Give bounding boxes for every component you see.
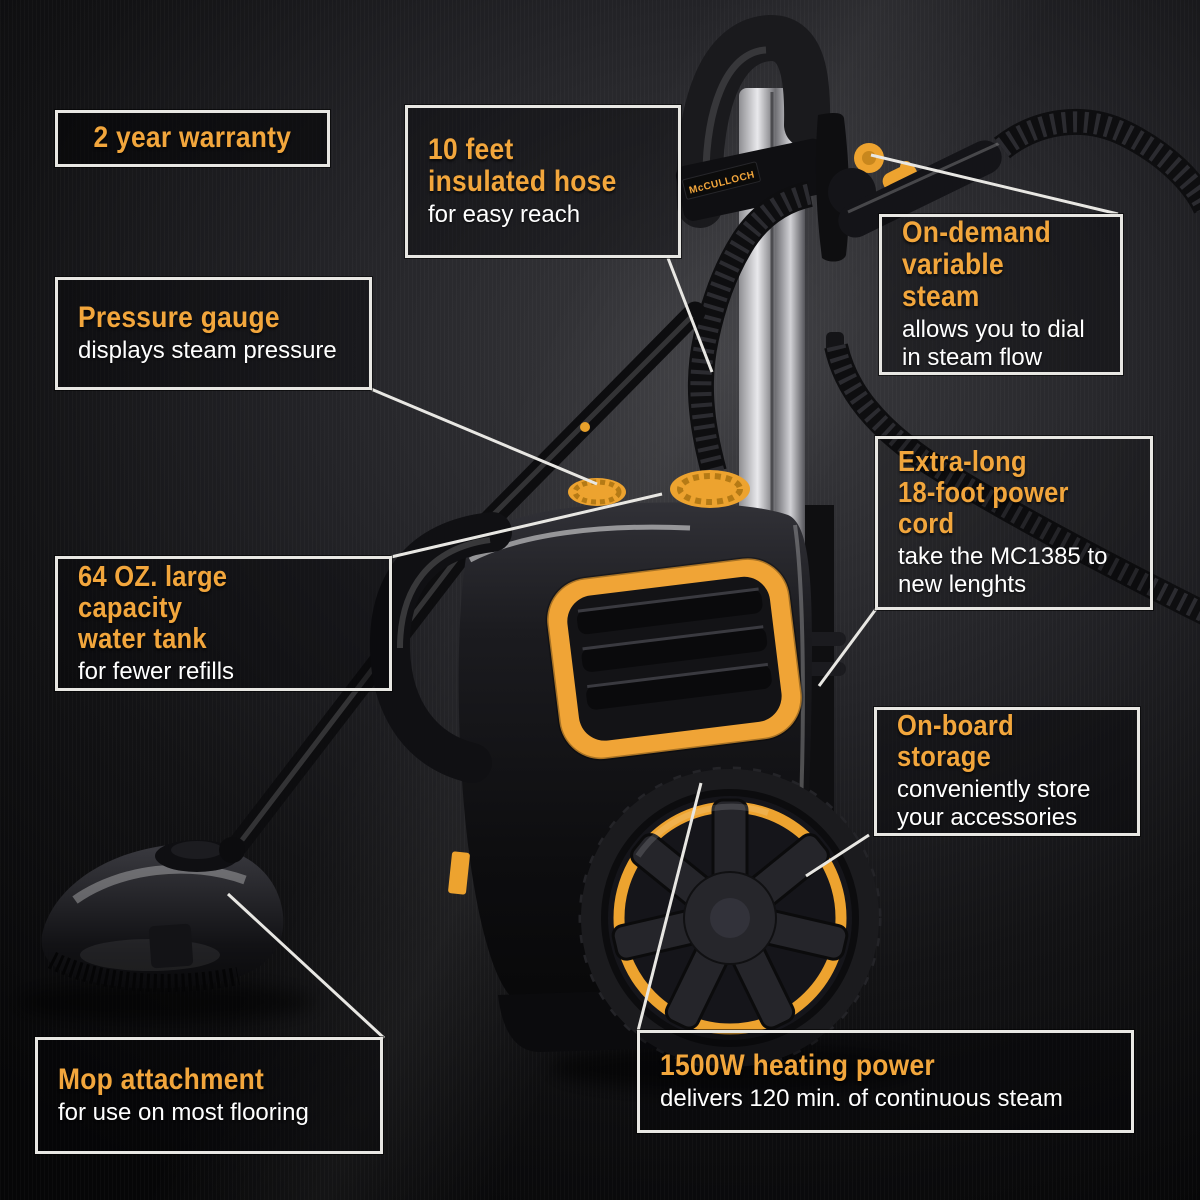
callout-insulated-hose: 10 feet insulated hose for easy reach bbox=[405, 105, 681, 258]
bristles bbox=[47, 951, 240, 992]
callout-water-tank-title: 64 OZ. large capacity water tank bbox=[78, 560, 228, 655]
callout-storage-title: On-board storage bbox=[897, 710, 1014, 774]
leader-variable-steam bbox=[870, 153, 1119, 216]
leader-power-cord bbox=[817, 608, 878, 687]
callout-water-tank: 64 OZ. large capacity water tank for few… bbox=[55, 556, 392, 691]
callout-power-cord-title: Extra-long 18-foot power cord bbox=[898, 446, 1069, 541]
pressure-cap bbox=[568, 478, 626, 506]
mop-shadow bbox=[15, 982, 315, 1022]
callout-pressure-gauge-desc: displays steam pressure bbox=[78, 337, 337, 365]
leader-heating bbox=[636, 782, 703, 1032]
steam-gun bbox=[815, 113, 1002, 262]
water-fill-cap bbox=[670, 470, 750, 508]
leader-pressure-gauge bbox=[370, 387, 598, 486]
callout-pressure-gauge: Pressure gauge displays steam pressure bbox=[55, 277, 372, 390]
leader-insulated-hose bbox=[666, 257, 714, 373]
pad-clip bbox=[148, 923, 194, 969]
leader-water-tank bbox=[390, 492, 663, 559]
mop-head bbox=[41, 837, 284, 992]
callout-variable-steam: On-demand variable steam allows you to d… bbox=[879, 214, 1123, 375]
callout-heating-title: 1500W heating power bbox=[660, 1049, 935, 1083]
callout-storage-desc: conveniently store your accessories bbox=[897, 776, 1091, 832]
callout-insulated-hose-desc: for easy reach bbox=[428, 201, 581, 229]
callout-mop: Mop attachment for use on most flooring bbox=[35, 1037, 383, 1154]
callout-pressure-gauge-title: Pressure gauge bbox=[78, 301, 280, 335]
callout-mop-desc: for use on most flooring bbox=[58, 1099, 309, 1127]
caution-label bbox=[448, 851, 470, 895]
callout-variable-steam-title: On-demand variable steam bbox=[902, 216, 1052, 314]
wheel bbox=[578, 766, 882, 1070]
trolley-handle: McCULLOCH bbox=[675, 15, 831, 228]
leader-storage bbox=[805, 833, 870, 878]
callout-power-cord-desc: take the MC1385 to new lenghts bbox=[898, 543, 1108, 599]
callout-warranty: 2 year warranty bbox=[55, 110, 330, 167]
callout-warranty-title: 2 year warranty bbox=[93, 121, 292, 155]
leader-mop bbox=[226, 892, 386, 1040]
side-vent bbox=[545, 556, 804, 761]
callout-power-cord: Extra-long 18-foot power cord take the M… bbox=[875, 436, 1153, 610]
callout-water-tank-desc: for fewer refills bbox=[78, 657, 235, 685]
callout-heating: 1500W heating power delivers 120 min. of… bbox=[637, 1030, 1134, 1133]
callout-mop-title: Mop attachment bbox=[58, 1063, 265, 1097]
callout-storage: On-board storage conveniently store your… bbox=[874, 707, 1140, 836]
callout-variable-steam-desc: allows you to dial in steam flow bbox=[902, 316, 1085, 372]
callout-heating-desc: delivers 120 min. of continuous steam bbox=[660, 1085, 1063, 1113]
callout-insulated-hose-title: 10 feet insulated hose bbox=[428, 132, 617, 199]
